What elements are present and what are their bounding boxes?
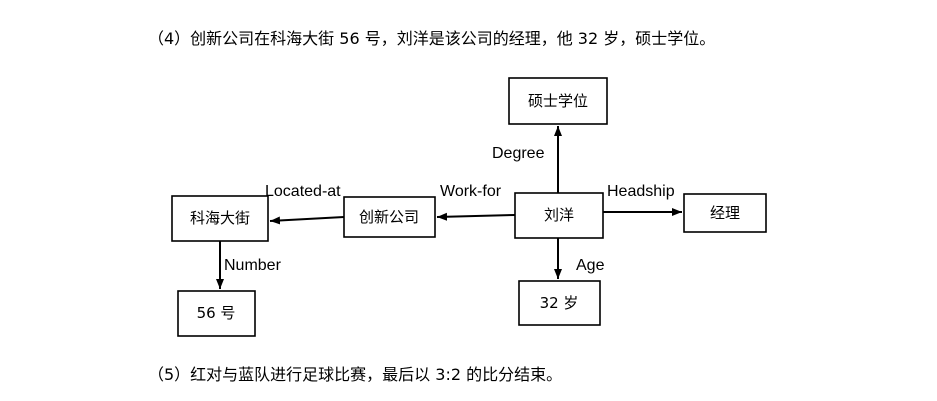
node-label: 科海大街: [190, 209, 250, 227]
node-label: 经理: [710, 204, 740, 222]
node-label: 32 岁: [540, 294, 579, 312]
paragraph-item-5: （5）红对与蓝队进行足球比赛，最后以 3:2 的比分结束。: [148, 365, 562, 384]
node-box: [514, 192, 604, 239]
edge-located-at-arrow: [269, 216, 345, 225]
edge-label-located-at: Located-at: [265, 183, 341, 200]
node-label: 创新公司: [359, 208, 419, 226]
node-box: [177, 290, 256, 337]
node-box: [508, 77, 608, 125]
node-no-56: 56 号: [177, 290, 256, 337]
edge-label-degree: Degree: [492, 145, 545, 162]
node-age-32: 32 岁: [518, 280, 601, 326]
node-box: [518, 280, 601, 326]
node-chuangxin-company: 创新公司: [343, 196, 436, 238]
node-kehai-street: 科海大街: [171, 195, 269, 242]
node-label: 刘洋: [544, 206, 574, 224]
node-label: 硕士学位: [528, 92, 588, 110]
node-liu-yang: 刘洋: [514, 192, 604, 239]
edge-label-number: Number: [224, 257, 282, 274]
node-box: [171, 195, 269, 242]
edge-label-headship: Headship: [607, 183, 675, 200]
edge-label-work-for: Work-for: [440, 183, 502, 200]
edge-work-for-arrow: [436, 212, 516, 221]
node-manager: 经理: [683, 193, 767, 233]
node-master-degree: 硕士学位: [508, 77, 608, 125]
edge-label-age: Age: [576, 257, 605, 274]
node-box: [343, 196, 436, 238]
node-label: 56 号: [197, 304, 236, 322]
node-box: [683, 193, 767, 233]
paragraph-item-4: （4）创新公司在科海大街 56 号，刘洋是该公司的经理，他 32 岁，硕士学位。: [148, 29, 715, 48]
